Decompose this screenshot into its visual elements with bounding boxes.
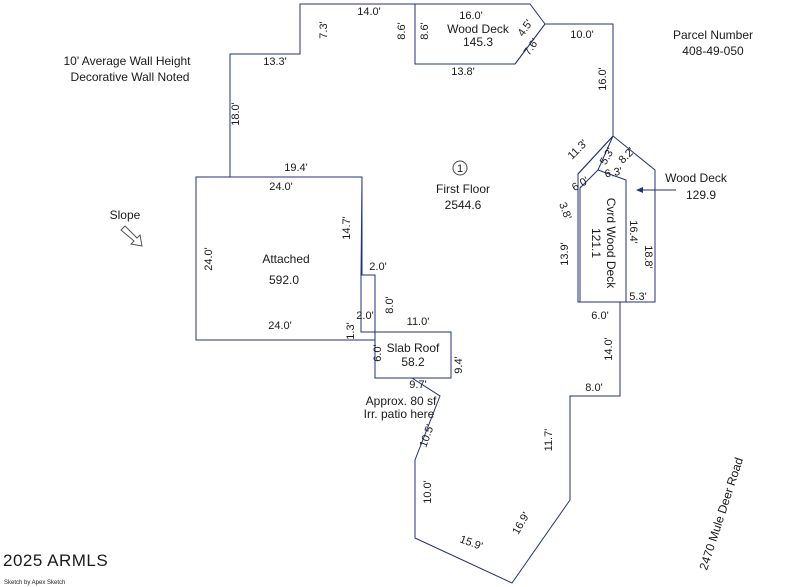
patio-note-line2: Irr. patio here: [364, 407, 435, 421]
dim-5-3-bottom: 5.3': [629, 291, 646, 303]
dim-7-3: 7.3': [318, 21, 330, 38]
dim-8-0-right: 8.0': [585, 382, 602, 394]
attached-label: Attached: [262, 252, 309, 266]
wood-deck-top-label: Wood Deck: [447, 22, 510, 36]
dim-4-5: 4.5': [516, 18, 536, 39]
wall-height-note: 10' Average Wall Height: [63, 54, 191, 68]
parcel-number: 408-49-050: [682, 44, 744, 58]
slope-arrow-icon: [120, 225, 143, 247]
dim-11-7: 11.7': [543, 429, 555, 452]
dim-6-0-slab: 6.0': [372, 344, 384, 361]
parcel-label: Parcel Number: [673, 28, 753, 42]
dim-13-9: 13.9': [559, 242, 571, 266]
wood-deck-top-area: 145.3: [463, 35, 493, 49]
slope-label: Slope: [110, 208, 141, 222]
patio-note-line1: Approx. 80 sf: [366, 394, 437, 408]
wood-deck-right-area: 129.9: [686, 188, 716, 202]
dim-9-7: 9.7': [409, 379, 426, 391]
dim-2-0-lower: 2.0': [356, 310, 373, 322]
dim-14-0-right: 14.0': [603, 337, 615, 361]
dim-8-0-left: 8.0': [384, 296, 396, 313]
wood-deck-top-outline: [414, 3, 546, 65]
dim-top-14-0: 14.0': [357, 6, 381, 18]
dim-24-0-top: 24.0': [269, 181, 293, 193]
floor-number: 1: [457, 163, 463, 175]
copyright-watermark: 2025 ARMLS: [3, 551, 108, 570]
dim-1-3: 1.3': [345, 322, 357, 339]
dim-13-3: 13.3': [263, 56, 287, 68]
dim-18-8: 18.8': [642, 245, 654, 269]
dim-10-0-top: 10.0': [570, 29, 594, 41]
slab-roof-area: 58.2: [401, 355, 425, 369]
dim-24-0-bottom: 24.0': [268, 320, 292, 332]
attached-area: 592.0: [269, 273, 299, 287]
dim-6-0-deck: 6.0': [570, 175, 591, 194]
dim-7-6: 7.6': [522, 37, 542, 58]
dim-24-0-left: 24.0': [203, 247, 215, 271]
dim-8-2: 8.2': [616, 145, 637, 166]
dim-16-0-deck: 16.0': [459, 10, 483, 22]
dim-18-0: 18.0': [230, 102, 242, 126]
attached-outline: [195, 176, 376, 341]
covered-wood-deck-outline: [579, 169, 627, 303]
dim-16-0-right: 16.0': [597, 67, 609, 91]
dim-8-6-inner: 8.6': [419, 22, 431, 39]
dim-15-9: 15.9': [458, 534, 484, 553]
road-label: 2470 Mule Deer Road: [696, 456, 746, 572]
floor-number-circle: [452, 160, 468, 176]
dim-16-9: 16.9': [510, 510, 532, 536]
slab-roof-outline: [374, 331, 452, 379]
dim-3-8: 3.8': [556, 201, 573, 221]
dim-6-3: 6.3': [604, 166, 623, 181]
dim-11-3: 11.3': [566, 138, 591, 163]
first-floor-label: First Floor: [436, 182, 490, 196]
first-floor-area: 2544.6: [445, 198, 482, 212]
decorative-wall-note: Decorative Wall Noted: [71, 70, 190, 84]
dim-8-6-outer: 8.6': [396, 22, 408, 39]
dim-6-0-right: 6.0': [591, 310, 608, 322]
dim-19-4: 19.4': [284, 162, 308, 174]
slab-roof-label: Slab Roof: [387, 341, 440, 355]
dim-14-7: 14.7': [341, 216, 353, 240]
deck-divider-line: [597, 135, 614, 171]
wood-deck-pointer-head: [636, 187, 643, 193]
dim-10-5: 10.5': [418, 423, 437, 449]
dim-2-0-upper: 2.0': [369, 261, 386, 273]
sketch-credit: Sketch by Apex Sketch: [4, 580, 65, 586]
dim-10-0-left: 10.0': [422, 480, 434, 504]
dim-13-8: 13.8': [451, 66, 475, 78]
dim-9-4: 9.4': [453, 356, 465, 373]
dim-16-4: 16.4': [627, 220, 639, 244]
dim-11-0: 11.0': [407, 316, 430, 328]
covered-wood-deck-label: Cvrd Wood Deck: [604, 198, 618, 289]
covered-wood-deck-area: 121.1: [589, 228, 603, 258]
wood-deck-right-label: Wood Deck: [665, 171, 728, 185]
